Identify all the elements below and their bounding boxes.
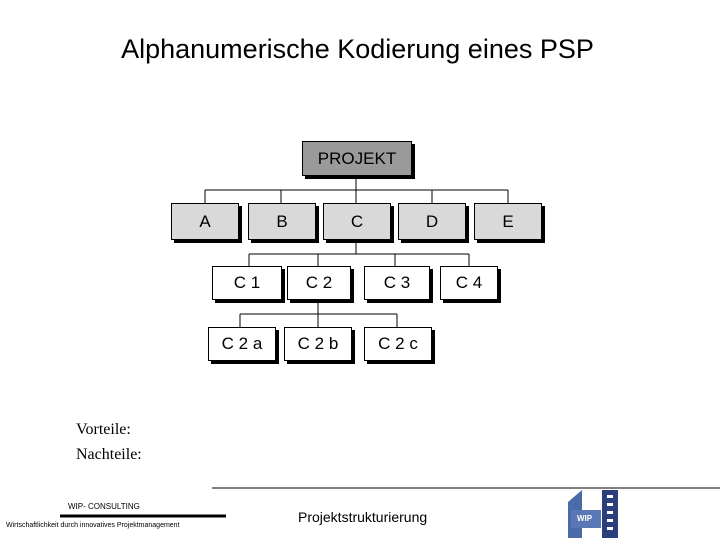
node-c1: C 1 [212,266,282,300]
node-c2a: C 2 a [208,327,276,361]
node-c3: C 3 [364,266,430,300]
node-e: E [474,203,542,240]
node-projekt: PROJEKT [302,141,412,176]
wip-logo-graphic [568,490,618,538]
node-a: A [171,203,239,240]
node-d: D [398,203,466,240]
nachteile-label: Nachteile: [76,446,142,463]
node-c2b: C 2 b [284,327,352,361]
node-c4: C 4 [440,266,498,300]
wip-logo: WIP [568,490,618,538]
wip-logo-text: WIP [577,514,593,523]
footer-tagline: Wirtschaftlichkeit durch innovatives Pro… [6,522,180,529]
node-c2: C 2 [287,266,351,300]
footer-topic: Projektstrukturierung [298,509,428,525]
page-title: Alphanumerische Kodierung eines PSP [121,34,594,64]
footer-company: WIP- CONSULTING [68,502,140,511]
vorteile-label: Vorteile: [76,421,131,438]
node-b: B [248,203,316,240]
node-c: C [323,203,391,240]
node-c2c: C 2 c [364,327,432,361]
